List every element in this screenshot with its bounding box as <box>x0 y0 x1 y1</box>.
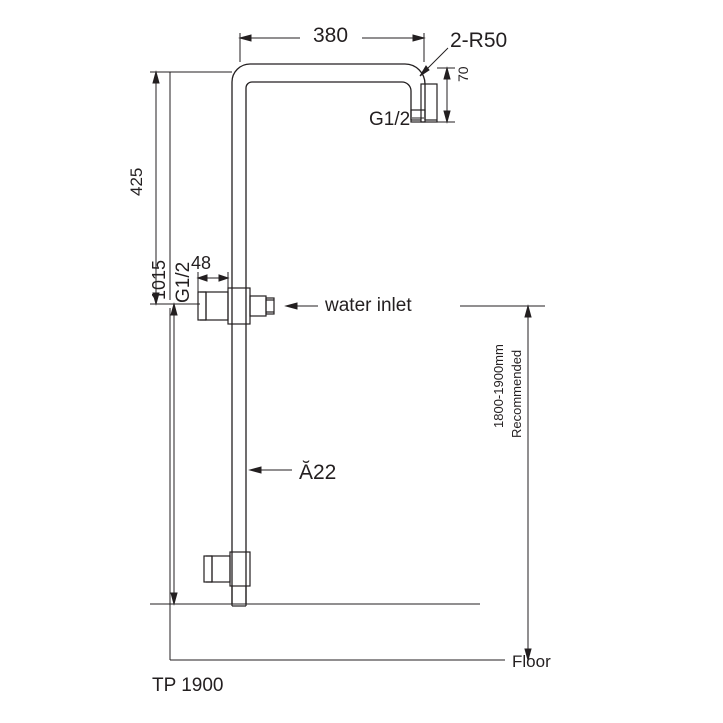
leader-water-inlet <box>284 302 318 310</box>
shower-pipe-outline <box>231 63 426 604</box>
model-number: TP 1900 <box>152 675 224 696</box>
dim-380 <box>238 33 426 62</box>
dim-70 <box>437 66 455 124</box>
top-outlet-fitting <box>410 83 438 123</box>
dim-425 <box>150 70 232 306</box>
dim-48 <box>196 272 230 292</box>
bottom-fitting <box>203 551 251 607</box>
annotation-recommended-range: 1800-1900mm <box>491 344 506 428</box>
dim-label-g12-inlet: G1/2 <box>173 261 194 303</box>
leader-diameter <box>248 466 292 474</box>
dim-label-1015: 1015 <box>149 259 169 300</box>
dim-label-48: 48 <box>191 253 212 273</box>
dim-1015 <box>150 302 480 606</box>
dim-label-2r50: 2-R50 <box>450 29 508 52</box>
dim-label-g12-top: G1/2 <box>369 109 411 130</box>
annotation-recommended-word: Recommended <box>509 349 524 438</box>
dim-label-diameter: Ă22 <box>299 461 337 484</box>
dim-label-425: 425 <box>127 167 146 196</box>
annotation-floor: Floor <box>512 652 551 671</box>
annotation-water-inlet: water inlet <box>325 295 412 316</box>
dim-recommended <box>460 304 545 662</box>
leader-2r50 <box>419 47 449 77</box>
dim-label-380: 380 <box>313 24 349 47</box>
dim-label-70: 70 <box>455 66 471 82</box>
mixer-body <box>197 287 275 325</box>
